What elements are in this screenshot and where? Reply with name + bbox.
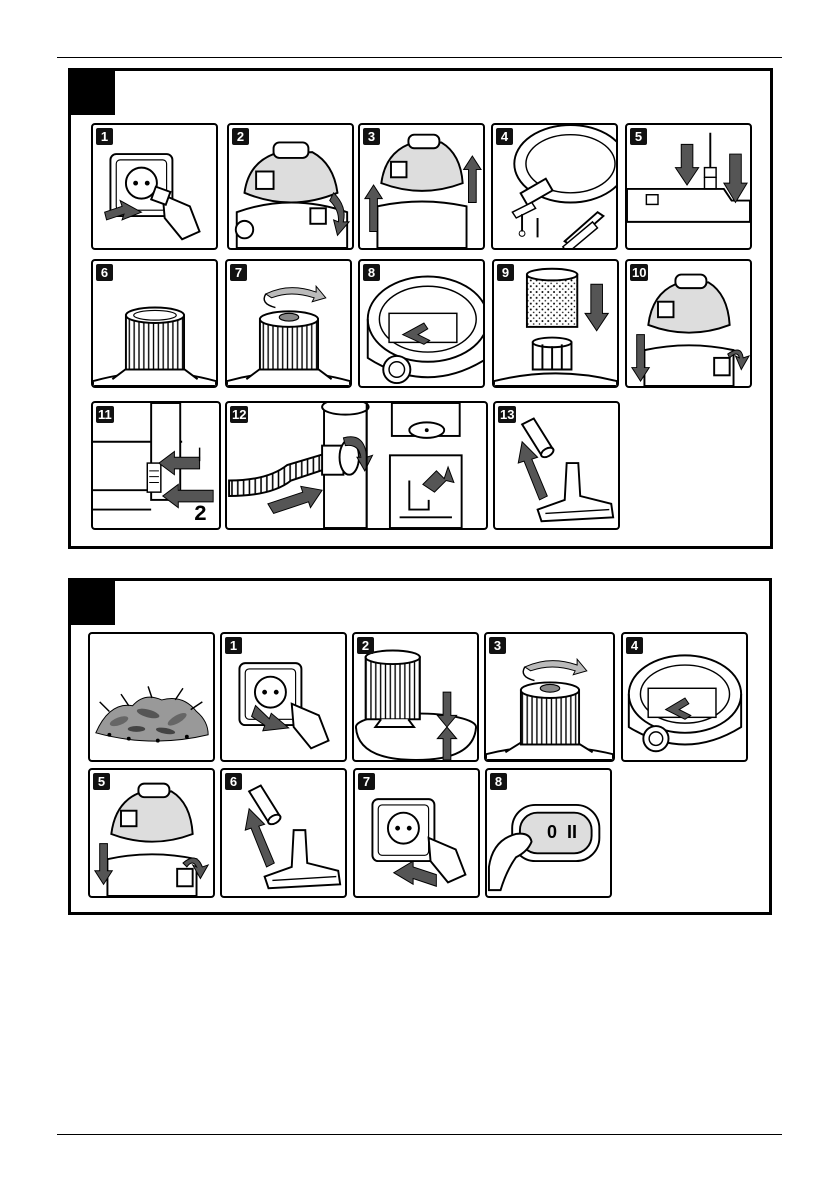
step-number: 2 xyxy=(357,637,374,654)
panel-b4-float-cage: 4 xyxy=(621,632,748,762)
panel-b8-switch-on: 8 0 II xyxy=(485,768,612,898)
step-number: 5 xyxy=(93,773,110,790)
step-number: 2 xyxy=(232,128,249,145)
panel-a1-unplug: 1 xyxy=(91,123,218,250)
panel-b2-check-filter: 2 xyxy=(352,632,479,762)
switch-on-label: II xyxy=(567,822,577,843)
step-number: 7 xyxy=(230,264,247,281)
panel-a3-lift-head: 3 xyxy=(358,123,485,250)
panel-b5-attach-head: 5 xyxy=(88,768,215,898)
step-number: 5 xyxy=(630,128,647,145)
step-number: 13 xyxy=(498,406,516,423)
step-number: 10 xyxy=(630,264,648,281)
panel-a4-accessories: 4 xyxy=(491,123,618,250)
step-number: 6 xyxy=(96,264,113,281)
panel-b0-debris xyxy=(88,632,215,762)
step-number: 8 xyxy=(490,773,507,790)
panel-a6-filter: 6 xyxy=(91,259,218,388)
panel-a5-insert-clip: 5 xyxy=(625,123,752,250)
inset-label: 2 xyxy=(194,504,207,526)
leaves-icon xyxy=(90,634,213,760)
step-number: 3 xyxy=(363,128,380,145)
step-number: 7 xyxy=(358,773,375,790)
section-b-tab xyxy=(71,581,115,625)
hose-icon xyxy=(227,403,486,528)
panel-a13-floor-nozzle: 13 xyxy=(493,401,620,530)
panel-a9-foam-filter: 9 xyxy=(492,259,619,388)
panel-a7-rotate-filter: 7 xyxy=(225,259,352,388)
step-number: 12 xyxy=(230,406,248,423)
step-number: 3 xyxy=(489,637,506,654)
panel-a12-attach-hose: 12 xyxy=(225,401,488,530)
step-number: 4 xyxy=(496,128,513,145)
panel-a2-release-clips: 2 xyxy=(227,123,354,250)
panel-b7-plug-in: 7 xyxy=(353,768,480,898)
panel-a10-attach-head: 10 xyxy=(625,259,752,388)
step-number: 1 xyxy=(96,128,113,145)
step-number: 1 xyxy=(225,637,242,654)
panel-b3-rotate-filter: 3 xyxy=(484,632,615,762)
panel-b6-floor-nozzle: 6 xyxy=(220,768,347,898)
step-number: 9 xyxy=(497,264,514,281)
section-a-tab xyxy=(71,71,115,115)
top-rule xyxy=(57,57,782,58)
step-number: 6 xyxy=(225,773,242,790)
step-number: 8 xyxy=(363,264,380,281)
step-number: 4 xyxy=(626,637,643,654)
step-number: 11 xyxy=(96,406,114,423)
panel-b1-unplug: 1 xyxy=(220,632,347,762)
panel-a8-float-cage: 8 xyxy=(358,259,485,388)
panel-a11-hose-connection: 11 2 xyxy=(91,401,221,530)
bottom-rule xyxy=(57,1134,782,1135)
switch-off-label: 0 xyxy=(547,822,557,843)
